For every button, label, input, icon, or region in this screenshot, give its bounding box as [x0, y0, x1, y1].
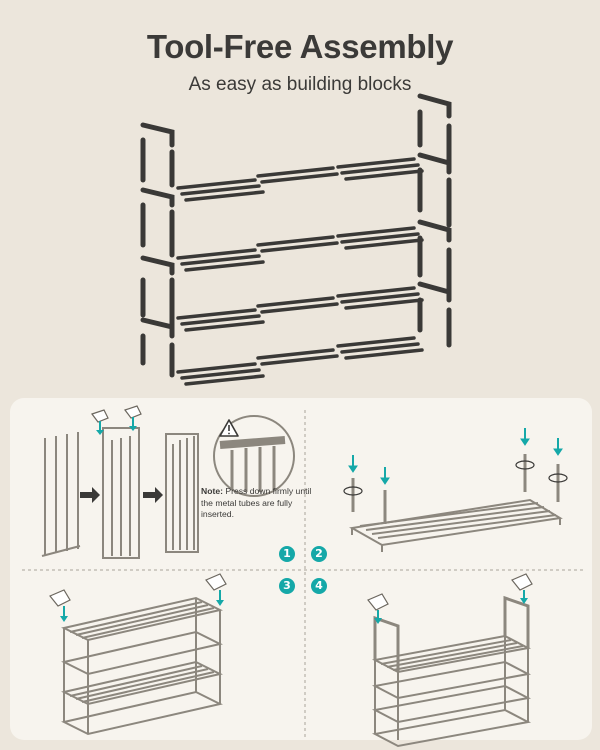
hand-press-icon — [49, 589, 71, 622]
left-frame-posts — [140, 122, 175, 378]
step1-illustration — [41, 427, 199, 559]
press-down-arrows — [348, 428, 563, 485]
right-arrow-icon — [143, 487, 163, 503]
rotate-arrow-icon — [343, 460, 568, 496]
step4-illustration — [371, 595, 532, 748]
right-arrow-icon — [80, 487, 100, 503]
step-badge-2: 2 — [311, 546, 327, 562]
hero-section: Tool-Free Assembly As easy as building b… — [140, 28, 454, 386]
step-badge-1: 1 — [279, 546, 295, 562]
step-badge-3: 3 — [279, 578, 295, 594]
step3-illustration — [61, 596, 223, 736]
assembly-note: Note: Press down firmly until the metal … — [201, 486, 313, 521]
hand-press-icon — [124, 405, 142, 431]
hand-press-icon — [511, 573, 533, 604]
exploded-shoe-rack-illustration — [140, 93, 452, 386]
hand-press-icon — [367, 593, 389, 624]
hand-press-icon — [205, 573, 227, 606]
hand-press-icon — [91, 409, 109, 435]
right-frame-posts — [417, 93, 452, 348]
page-subtitle: As easy as building blocks — [188, 74, 412, 95]
step2-illustration — [349, 454, 563, 552]
note-text: Press down firmly until the metal tubes … — [201, 486, 312, 519]
warning-triangle-icon — [219, 419, 239, 437]
shelf-bars — [176, 157, 424, 386]
step-badge-4: 4 — [311, 578, 327, 594]
note-label: Note: — [201, 486, 223, 496]
page-title: Tool-Free Assembly — [146, 28, 454, 65]
